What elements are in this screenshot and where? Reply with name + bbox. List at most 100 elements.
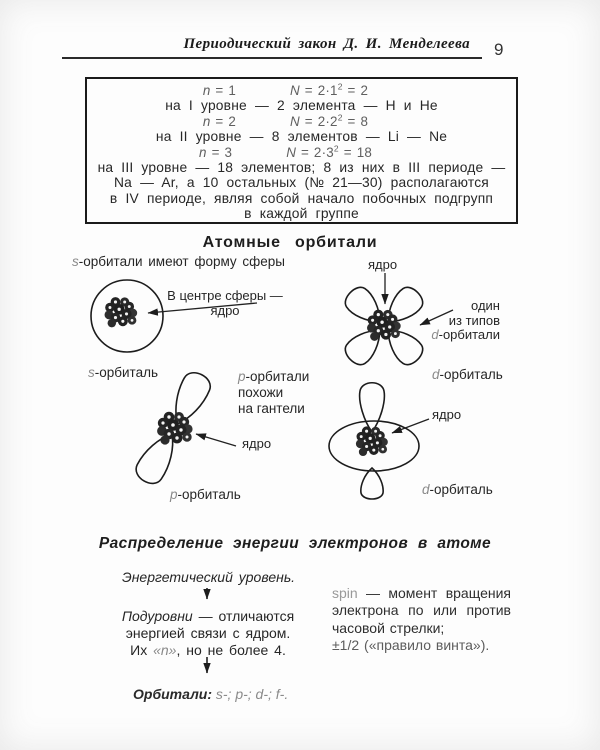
- n-value: = 3: [206, 144, 233, 160]
- p-letter: p: [238, 369, 246, 384]
- s-letter: s: [88, 365, 95, 380]
- s-intro-text: -орбитали имеют форму сферы: [78, 254, 285, 269]
- s-orbitals-intro: s-орбитали имеют форму сферы: [72, 254, 285, 269]
- d-ring-torus: [328, 420, 420, 472]
- N-exponent: 2: [337, 81, 343, 92]
- nucleus-label: ядро: [432, 407, 462, 422]
- nucleus-label: ядро: [210, 303, 240, 318]
- period-4-text: в IV периоде, являя собой начало побочны…: [109, 190, 494, 206]
- spin-text: — момент вращения электрона по или проти…: [332, 585, 511, 636]
- n-symbol: n: [199, 144, 207, 160]
- sublevels-text: Их: [130, 642, 154, 658]
- nucleus-label: ядро: [368, 257, 398, 272]
- n-formula: n = 1: [203, 83, 236, 98]
- p-lobe-lower: [135, 433, 174, 485]
- nucleus-callout-arrow: [195, 433, 237, 447]
- d-orbital-label: d-орбиталь: [422, 482, 493, 497]
- callout-line: d-орбитали: [420, 327, 500, 343]
- level-3-text-cont: Na — Ar, а 10 остальных (№ 21—30) распол…: [114, 175, 489, 191]
- level-2-text: на II уровне — 8 элементов — Li — Ne: [155, 129, 448, 145]
- callout-line: из типов: [448, 312, 500, 328]
- N-result: = 18: [338, 144, 372, 160]
- nucleus-cluster: [157, 411, 193, 445]
- orbitals-section-title: Атомные орбитали: [202, 234, 378, 251]
- N-symbol: N: [290, 83, 300, 98]
- page-number: 9: [494, 40, 504, 59]
- sublevels-line: энергией связи с ядром.: [125, 625, 291, 641]
- sublevels-text: — отличаются: [192, 608, 295, 624]
- callout-line: В центре сферы —: [167, 288, 283, 303]
- p-letter: p: [170, 487, 178, 502]
- sublevels-line: Подуровни — отличаются: [110, 608, 306, 625]
- s-letter: s: [72, 254, 79, 269]
- orbital-word: -орбиталь: [429, 482, 493, 497]
- n-formula: n = 3: [199, 145, 232, 160]
- d-lobe-bottom: [360, 466, 384, 500]
- nucleus-cluster: [104, 297, 138, 328]
- n-symbol: n: [202, 113, 211, 129]
- orbital-word: -орбиталь: [439, 367, 503, 382]
- desc-line: p-орбитали: [238, 369, 309, 385]
- nucleus-cluster: [366, 309, 401, 341]
- p-orbital-diagram: [135, 372, 237, 485]
- sublevels-paragraph: Подуровни — отличаются энергией связи с …: [110, 608, 306, 659]
- n-value: = 2: [210, 113, 236, 129]
- sublevels-text: , но не более 4.: [176, 642, 286, 658]
- orbitals-word: Орбитали:: [133, 686, 212, 702]
- callout-line: один: [471, 298, 500, 313]
- N-symbol: N: [286, 144, 297, 160]
- s-orbital-sphere: [90, 279, 164, 353]
- desc-text: -орбитали: [245, 369, 310, 384]
- formula-line-n3: n = 3 N = 2·32 = 18: [71, 143, 500, 160]
- N-expression: = 2·3: [296, 144, 334, 160]
- d-type-callout: один из типов d-орбитали: [420, 298, 500, 343]
- p-lobe-upper: [175, 372, 212, 425]
- d-ring-diagram: [328, 381, 430, 500]
- callout-text: -орбитали: [438, 327, 500, 343]
- desc-line: на гантели: [238, 401, 305, 416]
- orbital-word: -орбиталь: [177, 487, 241, 502]
- period-4-text-cont: в каждой группе: [244, 206, 359, 222]
- d-letter: d: [431, 327, 439, 343]
- energy-section-title: Распределение энергии электронов в атоме: [98, 535, 492, 552]
- orbital-word: -орбиталь: [94, 365, 158, 380]
- levels-summary-box: n = 1 N = 2·12 = 2 на I уровне — 2 элеме…: [85, 77, 518, 224]
- N-symbol: N: [290, 113, 300, 129]
- d-letter: d: [422, 482, 430, 497]
- N-exponent: 2: [333, 143, 339, 154]
- desc-line: похожи: [238, 385, 284, 400]
- header-rule: [62, 57, 482, 59]
- d-lobe: [344, 286, 381, 323]
- spin-paragraph: spin — момент вращения электрона по или …: [332, 585, 511, 654]
- N-formula: N = 2·32 = 18: [286, 143, 372, 160]
- nucleus-callout-arrow: [391, 418, 430, 434]
- sublevels-word: Подуровни: [121, 608, 193, 624]
- orbital-type-list: s-; p-; d-; f-.: [212, 686, 289, 702]
- n-symbol: «n»: [153, 642, 177, 658]
- formula-line-n2: n = 2 N = 2·22 = 8: [71, 112, 500, 129]
- N-result: = 2: [342, 83, 369, 98]
- n-value: = 1: [210, 83, 236, 98]
- energy-level-line: Энергетический уровень.: [122, 569, 296, 585]
- N-expression: = 2·2: [299, 113, 338, 129]
- sublevels-line: Их «n», но не более 4.: [110, 642, 306, 659]
- page-header-title: Периодический закон Д. И. Менделеева: [183, 36, 470, 52]
- p-orbital-label: p-орбиталь: [170, 487, 241, 502]
- d-lobe-top: [358, 381, 386, 434]
- n-formula: n = 2: [203, 114, 236, 129]
- level-3-text: на III уровне — 18 элементов; 8 из них в…: [97, 159, 506, 175]
- N-formula: N = 2·12 = 2: [290, 81, 369, 98]
- N-expression: = 2·1: [299, 83, 338, 98]
- nucleus-label: ядро: [242, 436, 272, 451]
- N-exponent: 2: [337, 112, 343, 123]
- s-orbital-label: s-орбиталь: [88, 365, 158, 380]
- d-lobe: [344, 329, 381, 366]
- nucleus-cluster: [355, 426, 388, 457]
- spin-word: spin: [332, 585, 358, 601]
- spin-value-line: ±1/2 («правило винта»).: [332, 636, 490, 653]
- d-orbital-label: d-орбиталь: [432, 367, 503, 382]
- N-result: = 8: [342, 113, 369, 129]
- sphere-center-callout: В центре сферы — ядро: [162, 288, 288, 318]
- p-orbitals-description: p-орбитали похожи на гантели: [238, 369, 309, 417]
